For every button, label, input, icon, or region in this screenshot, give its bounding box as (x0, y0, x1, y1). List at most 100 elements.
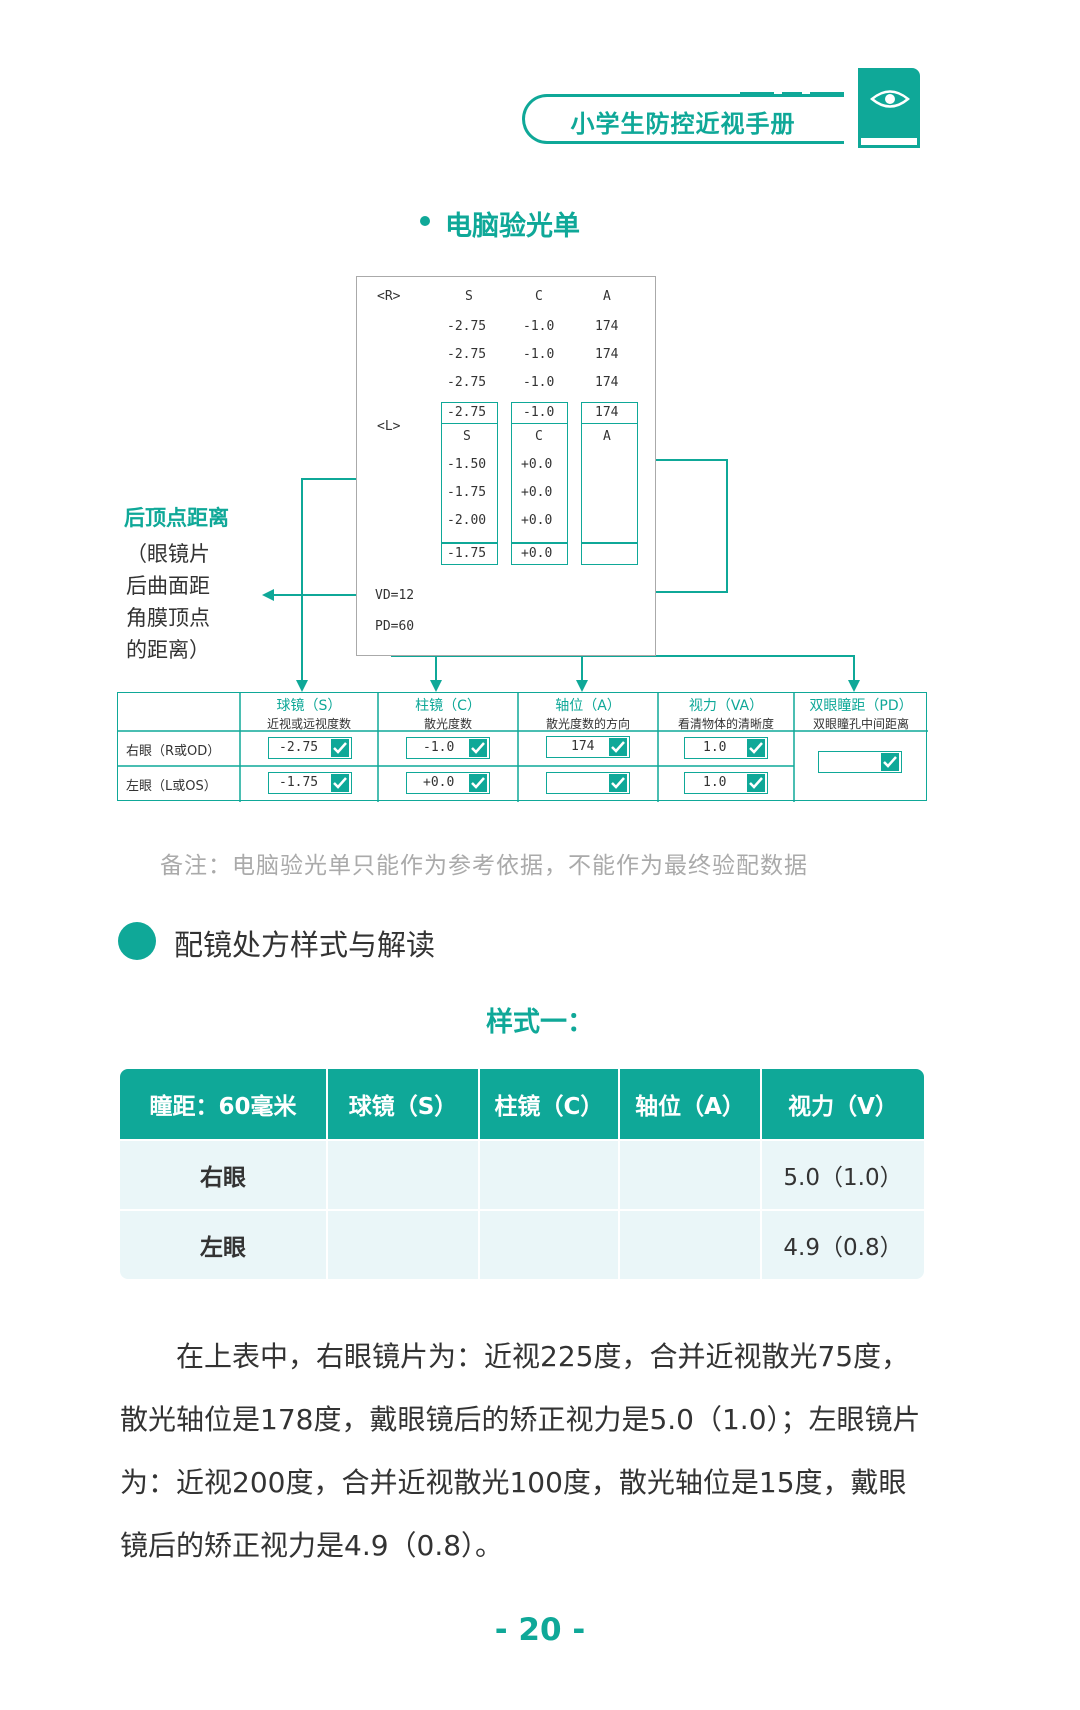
checkbox-icon (469, 774, 487, 792)
receipt-value: -2.75 (447, 347, 487, 362)
vertex-distance-line: （眼镜片 (126, 542, 210, 566)
value-box (818, 751, 902, 773)
receipt-value: -1.75 (447, 485, 487, 500)
receipt-value: -2.75 (447, 375, 487, 390)
note-text: 备注：电脑验光单只能作为参考依据，不能作为最终验配数据 (160, 853, 808, 879)
section-title: 配镜处方样式与解读 (174, 928, 436, 962)
receipt-value: 174 (595, 319, 619, 334)
receipt-l-column-box (511, 423, 568, 543)
value-box: -1.0 (406, 737, 490, 759)
explanation-paragraph: 在上表中，右眼镜片为：近视225度，合并近视散光75度，散光轴位是178度，戴眼… (120, 1325, 932, 1577)
table-row: 左眼 4.9（0.8） (120, 1209, 924, 1279)
prescription-table: 瞳距：60毫米 球镜（S） 柱镜（C） 轴位（A） 视力（V） 右眼 5.0（1… (120, 1069, 924, 1279)
paragraph-text: 在上表中，右眼镜片为：近视225度，合并近视散光75度，散光轴位是178度，戴眼… (120, 1340, 921, 1562)
row-label-left-eye: 左眼（L或OS） (126, 779, 217, 794)
table-header-cell: 柱镜（C） (480, 1069, 620, 1139)
table-header-cell: 球镜（S） (328, 1069, 480, 1139)
checkbox-icon (609, 774, 627, 792)
receipt-l-col-a: A (603, 429, 611, 444)
header-visual-acuity: 视力（VA） 看清物体的清晰度 (658, 695, 794, 732)
header-dash (740, 92, 774, 96)
refraction-summary-table: 球镜（S） 近视或远视度数 柱镜（C） 散光度数 轴位（A） 散光度数的方向 视… (117, 692, 928, 802)
table-cell: 右眼 (120, 1141, 328, 1209)
value-box: 1.0 (684, 737, 768, 759)
checkbox-icon (609, 738, 627, 756)
table-gridlines (118, 693, 928, 802)
value-box: -1.75 (268, 772, 352, 794)
receipt-value: -1.0 (523, 319, 555, 334)
receipt-value: 174 (595, 347, 619, 362)
section-dot (420, 216, 430, 226)
receipt-col-c: C (535, 289, 543, 304)
header-desc: 看清物体的清晰度 (677, 717, 774, 731)
header-title: 球镜（S） (276, 698, 342, 714)
checkbox-icon (331, 739, 349, 757)
vertex-distance-line: 的距离） (126, 638, 210, 662)
value-box: 174 (546, 736, 630, 758)
value-box: -2.75 (268, 737, 352, 759)
table-header-cell: 瞳距：60毫米 (120, 1069, 328, 1139)
header-desc: 双眼瞳孔中间距离 (812, 717, 909, 731)
receipt-l-avg-s: -1.75 (447, 546, 487, 561)
table-header-cell: 视力（V） (788, 1094, 898, 1120)
value-text: -1.75 (279, 775, 319, 790)
receipt-r-avg-c: -1.0 (523, 405, 555, 420)
checkbox-icon (747, 739, 765, 757)
receipt-avg-box (441, 543, 498, 565)
eye-icon (870, 90, 910, 108)
header-cylinder: 柱镜（C） 散光度数 (378, 695, 518, 732)
value-text: 1.0 (703, 740, 727, 755)
header-dash (810, 92, 844, 96)
header-title: 视力（VA） (688, 698, 764, 714)
table-cell: 4.9（0.8） (783, 1235, 903, 1261)
receipt-l-label: <L> (377, 419, 401, 434)
table-cell (328, 1211, 480, 1279)
receipt-l-avg-c: +0.0 (521, 546, 553, 561)
row-label-right-eye: 右眼（R或OD） (126, 744, 221, 759)
section-dot (118, 922, 156, 960)
receipt-l-column-box (441, 423, 498, 543)
receipt-r-avg-a: 174 (595, 405, 619, 420)
header-axis: 轴位（A） 散光度数的方向 (518, 695, 658, 732)
receipt-avg-box (511, 543, 568, 565)
table-cell (480, 1141, 620, 1209)
vertex-distance-line: 后曲面距 (126, 574, 210, 598)
style-one-title: 样式一： (486, 1007, 594, 1038)
table-cell (620, 1141, 762, 1209)
receipt-avg-box (581, 402, 638, 424)
refraction-receipt: <R> S C A -2.75 -1.0 174 -2.75 -1.0 174 … (356, 276, 656, 656)
receipt-l-col-s: S (463, 429, 471, 444)
vertex-distance-description: （眼镜片 后曲面距 角膜顶点 的距离） (126, 538, 210, 666)
header-pupil-distance: 双眼瞳距（PD） 双眼瞳孔中间距离 (794, 695, 928, 732)
receipt-avg-box (581, 543, 638, 565)
header-title: 双眼瞳距（PD） (809, 698, 913, 714)
receipt-value: 174 (595, 375, 619, 390)
table-header-row: 瞳距：60毫米 球镜（S） 柱镜（C） 轴位（A） 视力（V） (120, 1069, 924, 1139)
book-icon (858, 68, 920, 140)
value-text: 174 (571, 739, 595, 754)
header-desc: 散光度数 (423, 717, 472, 731)
checkbox-icon (881, 753, 899, 771)
book-page-icon (858, 138, 920, 148)
receipt-value: -1.0 (523, 347, 555, 362)
header-banner (522, 94, 844, 144)
table-cell: 5.0（1.0） (783, 1165, 903, 1191)
value-box (546, 772, 630, 794)
receipt-value: +0.0 (521, 457, 553, 472)
header-title: 柱镜（C） (415, 698, 481, 714)
table-header-cell: 轴位（A） (620, 1069, 762, 1139)
handbook-title: 小学生防控近视手册 (570, 110, 796, 138)
checkbox-icon (331, 774, 349, 792)
value-box: 1.0 (684, 772, 768, 794)
receipt-value: -2.75 (447, 319, 487, 334)
checkbox-icon (747, 774, 765, 792)
header-title: 轴位（A） (555, 698, 621, 714)
header-dash (782, 92, 802, 96)
header-desc: 近视或远视度数 (266, 717, 351, 731)
value-text: 1.0 (703, 775, 727, 790)
table-row: 右眼 5.0（1.0） (120, 1139, 924, 1209)
receipt-avg-box (441, 402, 498, 424)
vertex-distance-line: 角膜顶点 (126, 606, 210, 630)
value-box: +0.0 (406, 772, 490, 794)
table-cell: 左眼 (120, 1211, 328, 1279)
